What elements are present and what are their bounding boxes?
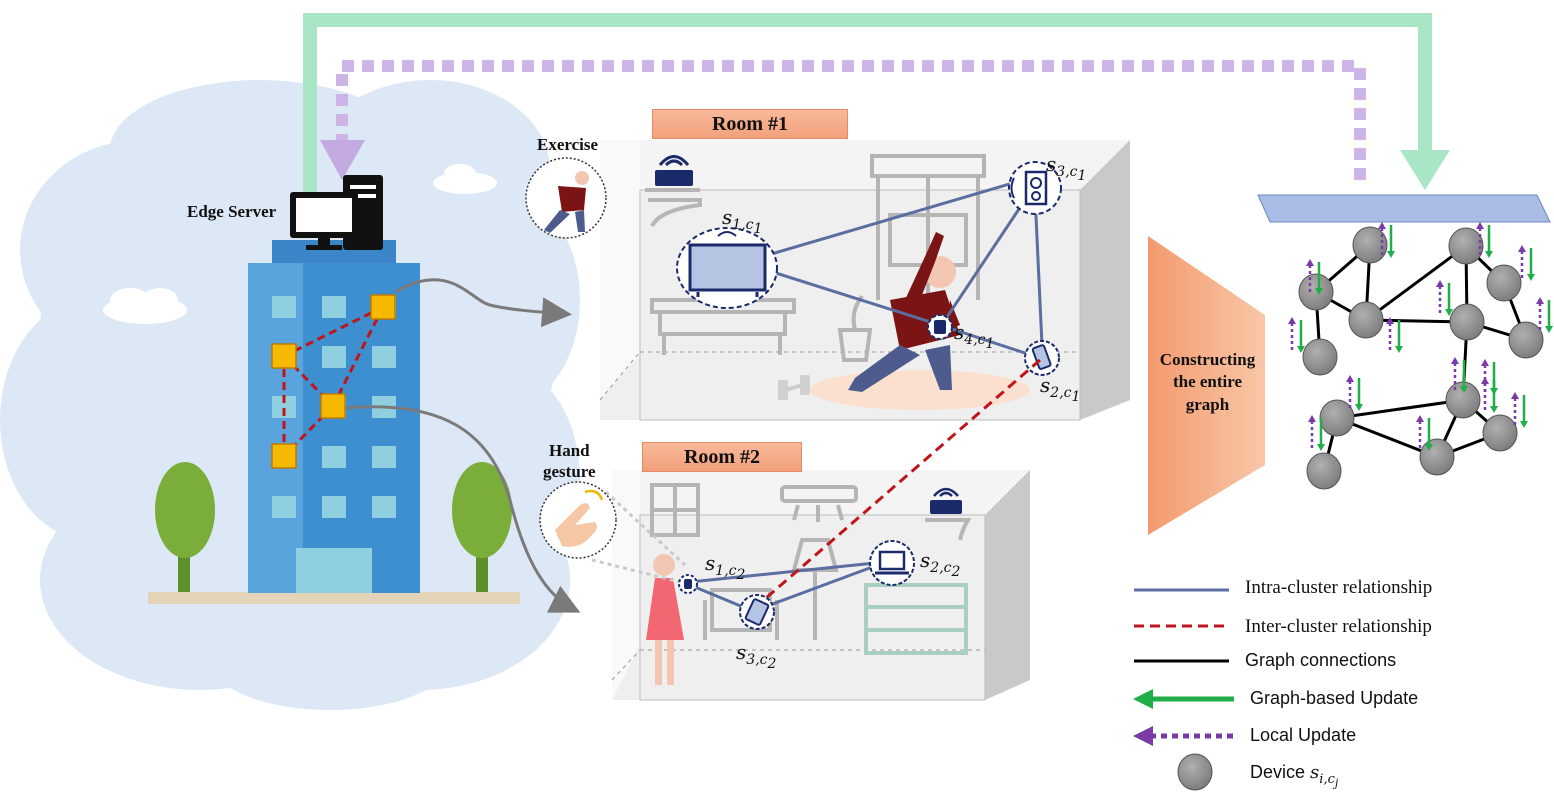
room1-title: Room #1 [711, 113, 789, 135]
local-update-mini-arrowhead [1288, 317, 1296, 324]
device-speaker-s3c1 [1008, 161, 1062, 215]
legend-device-label: Device si,cj [1250, 762, 1339, 790]
graph-update-mini-arrowhead [1317, 444, 1325, 451]
local-update-mini-arrowhead [1386, 317, 1394, 324]
room1-intra-edges [759, 176, 1044, 360]
ground-strip [148, 592, 520, 604]
hand-label-line2: gesture [543, 462, 596, 481]
local-update-mini-arrowhead [1436, 280, 1444, 287]
construct-graph-shape [1148, 236, 1265, 535]
router-icon-room2 [925, 487, 972, 541]
gesture-sight-lines [591, 490, 687, 584]
local-update-mini-arrowhead [1346, 375, 1354, 382]
graph-update-mini-arrowhead [1527, 274, 1535, 281]
local-update-mini-arrowhead [1308, 415, 1316, 422]
local-update-mini-arrowhead [1511, 392, 1519, 399]
graph-update-mini-arrowhead [1520, 421, 1528, 428]
exercise-label: Exercise [537, 135, 599, 154]
arrow-to-room1 [394, 278, 572, 328]
local-update-mini-arrowhead [1536, 297, 1544, 304]
legend-inter-label: Inter-cluster relationship [1245, 616, 1432, 637]
device-tv-s1c1 [676, 227, 778, 309]
local-update-mini-arrowhead [1481, 359, 1489, 366]
local-update-mini-arrowhead [1481, 377, 1489, 384]
global-graph-nodes [1298, 226, 1544, 490]
local-update-mini-arrowhead [1476, 222, 1484, 229]
graph-update-mini-arrowhead [1297, 346, 1305, 353]
local-update-mini-arrowhead [1306, 259, 1314, 266]
device-phone-s2c1 [1024, 340, 1060, 376]
arrow-to-room2 [344, 405, 581, 613]
graph-update-mini-arrowhead [1445, 309, 1453, 316]
tree-left [155, 462, 215, 600]
inter-cluster-edge [757, 358, 1041, 607]
building-cluster-graph [271, 294, 396, 469]
dumbbell-icon [778, 375, 810, 400]
legend-graphics [1133, 588, 1234, 791]
hand-label-line1: Hand [549, 441, 590, 460]
legend-local-update-label: Local Update [1250, 725, 1357, 745]
graph-update-arrow-top [303, 13, 1450, 200]
graph-update-mini-arrowhead [1490, 406, 1498, 413]
graph-update-mini-arrowhead [1315, 288, 1323, 295]
local-update-mini-arrowhead [1416, 415, 1424, 422]
graph-update-mini-arrowhead [1395, 346, 1403, 353]
local-update-arrow-top [320, 60, 1366, 180]
device-watch-s1c2 [678, 574, 698, 594]
device-tablet-s3c2 [739, 594, 775, 630]
device-label-s3c1: s3,c1 [1046, 152, 1087, 184]
tree-right [452, 462, 512, 600]
device-label-s2c2: s2,c2 [920, 548, 961, 580]
small-cloud-icons [103, 164, 497, 324]
room2-tab: Room #2 [642, 442, 802, 472]
node-update-arrows [1288, 222, 1553, 451]
legend-graph-label: Graph connections [1245, 650, 1397, 670]
graph-update-mini-arrowhead [1545, 326, 1553, 333]
graph-update-mini-arrowhead [1485, 251, 1493, 258]
device-label-s1c1: s1,c1 [722, 205, 763, 237]
legend-device-swatch [1177, 753, 1213, 791]
room1-tab: Room #1 [652, 109, 848, 139]
device-label-s4c1: s4,c1 [954, 320, 995, 352]
device-label-s2c1: s2,c1 [1040, 373, 1081, 405]
device-label-s1c2: s1,c2 [705, 551, 746, 583]
legend-graph-update-label: Graph-based Update [1250, 688, 1419, 708]
yoga-mat [810, 370, 1030, 410]
device-watch-s4c1 [927, 314, 953, 340]
graph-update-mini-arrowhead [1425, 444, 1433, 451]
room1-furniture [645, 154, 986, 362]
router-icon-room1 [648, 155, 702, 228]
graph-platform [1257, 194, 1551, 223]
room2-furniture [650, 483, 858, 640]
local-update-mini-arrowhead [1451, 357, 1459, 364]
legend-intra-label: Intra-cluster relationship [1245, 577, 1433, 598]
exercise-icon [525, 157, 607, 239]
construct-label-1: Constructing [1159, 350, 1256, 369]
device-laptop-s2c2 [869, 540, 915, 586]
room2-title: Room #2 [683, 446, 761, 468]
local-update-mini-arrowhead [1378, 222, 1386, 229]
construct-label-2: the entire [1172, 372, 1243, 391]
graph-update-mini-arrowhead [1355, 404, 1363, 411]
hand-gesture-icon [539, 481, 617, 559]
device-label-s3c2: s3,c2 [736, 640, 777, 672]
graph-update-mini-arrowhead [1460, 386, 1468, 393]
graph-update-mini-arrowhead [1387, 251, 1395, 258]
woman-figure [646, 554, 684, 685]
edge-server-label: Edge Server [187, 202, 277, 221]
local-update-mini-arrowhead [1518, 245, 1526, 252]
construct-label-3: graph [1185, 395, 1230, 414]
bookshelf [864, 583, 968, 655]
edge-server-icon [290, 175, 383, 250]
